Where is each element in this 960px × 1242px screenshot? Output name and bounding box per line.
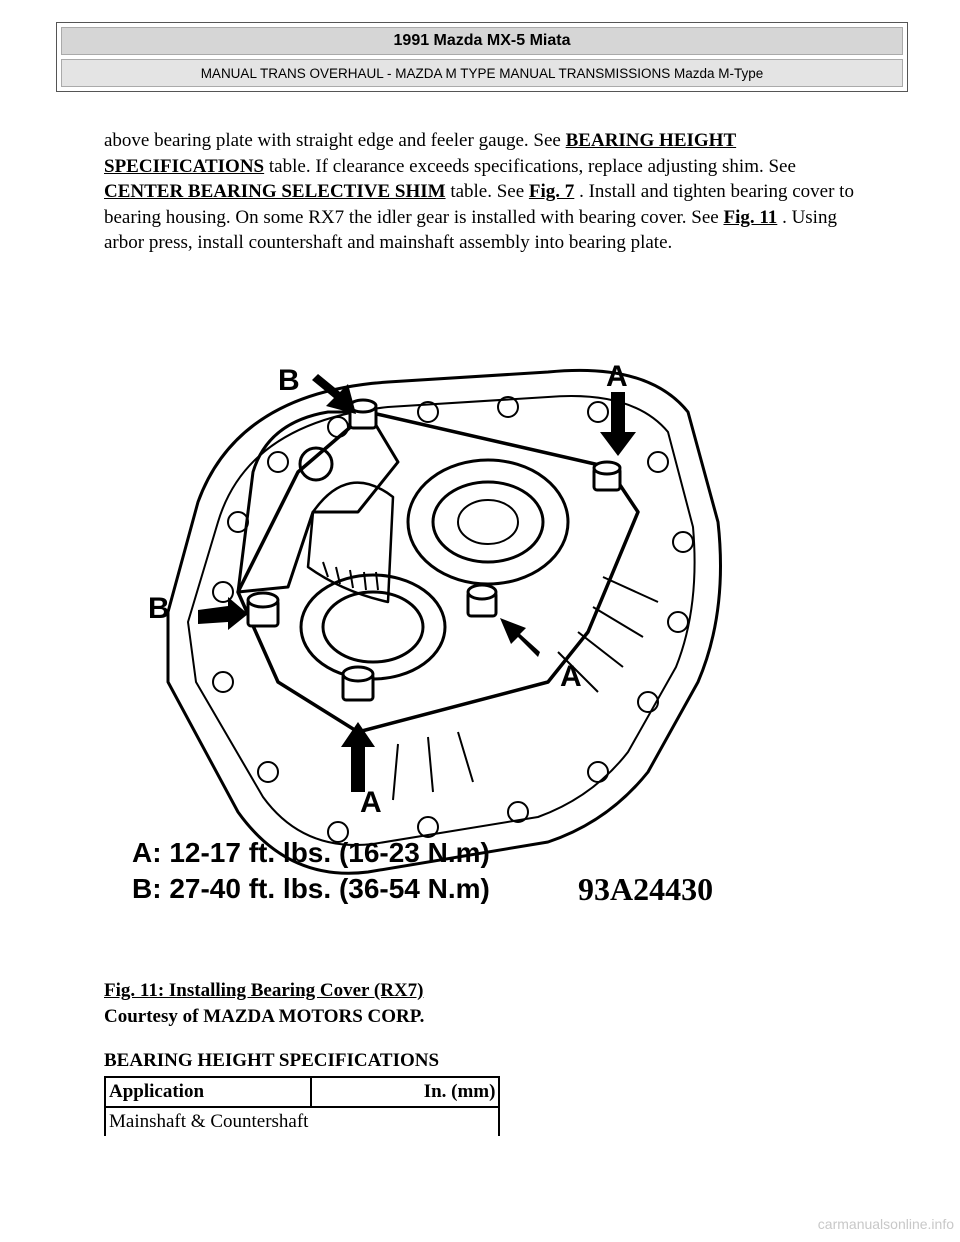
figure-label-a-right: A [560, 660, 582, 693]
legend-a: A: 12-17 ft. lbs. (16-23 N.m) [132, 837, 490, 868]
idler-shaft [298, 446, 334, 482]
bolt-a-right [592, 460, 622, 492]
text-segment: table. If clearance exceeds specificatio… [264, 155, 796, 177]
bolt-b-left [246, 591, 280, 628]
indicator-arrows [198, 374, 636, 792]
table-row: Mainshaft & Countershaft [103, 1106, 501, 1136]
figure-label-a-bottom: A [360, 786, 382, 819]
table-cell-measure [311, 1106, 501, 1136]
header-title: 1991 Mazda MX-5 Miata [61, 27, 903, 55]
header-subtitle: MANUAL TRANS OVERHAUL - MAZDA M TYPE MAN… [61, 59, 903, 87]
watermark: carmanualsonline.info [817, 1216, 954, 1232]
table-header-row: Application In. (mm) [103, 1076, 501, 1108]
housing-ribs [392, 576, 659, 801]
center-bearing-shim-link[interactable]: CENTER BEARING SELECTIVE SHIM [104, 181, 446, 202]
text-segment: table. See [445, 181, 529, 202]
legend-b: B: 27-40 ft. lbs. (36-54 N.m) [132, 873, 490, 904]
caption-title[interactable]: Fig. 11: Installing Bearing Cover (RX7) [104, 980, 424, 1001]
text-segment: . Using arbor press, install countershaf… [104, 206, 837, 254]
bolt-b-top [348, 398, 378, 430]
bearing-cover-illustration: B A B A A A: 12-17 ft. lbs. (16-23 N.m) … [132, 360, 722, 907]
arrow-b-top [312, 374, 356, 414]
column-header-measure: In. (mm) [310, 1076, 501, 1108]
housing-outline [166, 368, 722, 875]
table-cell-application: Mainshaft & Countershaft [103, 1106, 312, 1136]
fig-7-link[interactable]: Fig. 7 [528, 181, 575, 202]
bolt-a-center [466, 583, 498, 618]
bearing-height-table: Application In. (mm) Mainshaft & Counter… [103, 1076, 501, 1136]
text-segment: above bearing plate with straight edge a… [104, 130, 566, 151]
arrow-a-bottom [341, 722, 375, 792]
arrow-b-left [198, 597, 248, 630]
upper-bearing-outer [406, 458, 570, 586]
idler-gear [306, 481, 395, 604]
caption-credit: Courtesy of MAZDA MOTORS CORP. [104, 1006, 425, 1027]
fig-11-link[interactable]: Fig. 11 [723, 206, 778, 228]
figure-label-b-top: B [278, 364, 300, 397]
arrow-a-right [500, 618, 540, 657]
housing-flange [187, 395, 696, 846]
figure-caption: Fig. 11: Installing Bearing Cover (RX7) … [104, 978, 424, 1030]
document-header: 1991 Mazda MX-5 Miata MANUAL TRANS OVERH… [56, 22, 908, 92]
bearing-cover-plate [236, 410, 640, 734]
flange-holes [212, 396, 694, 843]
figure-code: 93A24430 [578, 871, 713, 907]
upper-bearing-inner [431, 480, 545, 564]
column-header-application: Application [103, 1076, 313, 1108]
idler-arm [236, 410, 400, 594]
table-title: BEARING HEIGHT SPECIFICATIONS [104, 1050, 440, 1071]
lower-bearing-inner [321, 590, 425, 664]
arrow-a-top [600, 392, 636, 456]
bearing-height-link[interactable]: BEARING HEIGHT SPECIFICATIONS [104, 130, 737, 177]
figure-label-a-top: A [606, 360, 628, 393]
figure-label-b-left: B [148, 592, 170, 625]
bolt-a-bottom [341, 665, 375, 702]
body-paragraph: above bearing plate with straight edge a… [104, 128, 864, 256]
text-segment: . Install and tighten bearing cover to b… [104, 181, 854, 228]
